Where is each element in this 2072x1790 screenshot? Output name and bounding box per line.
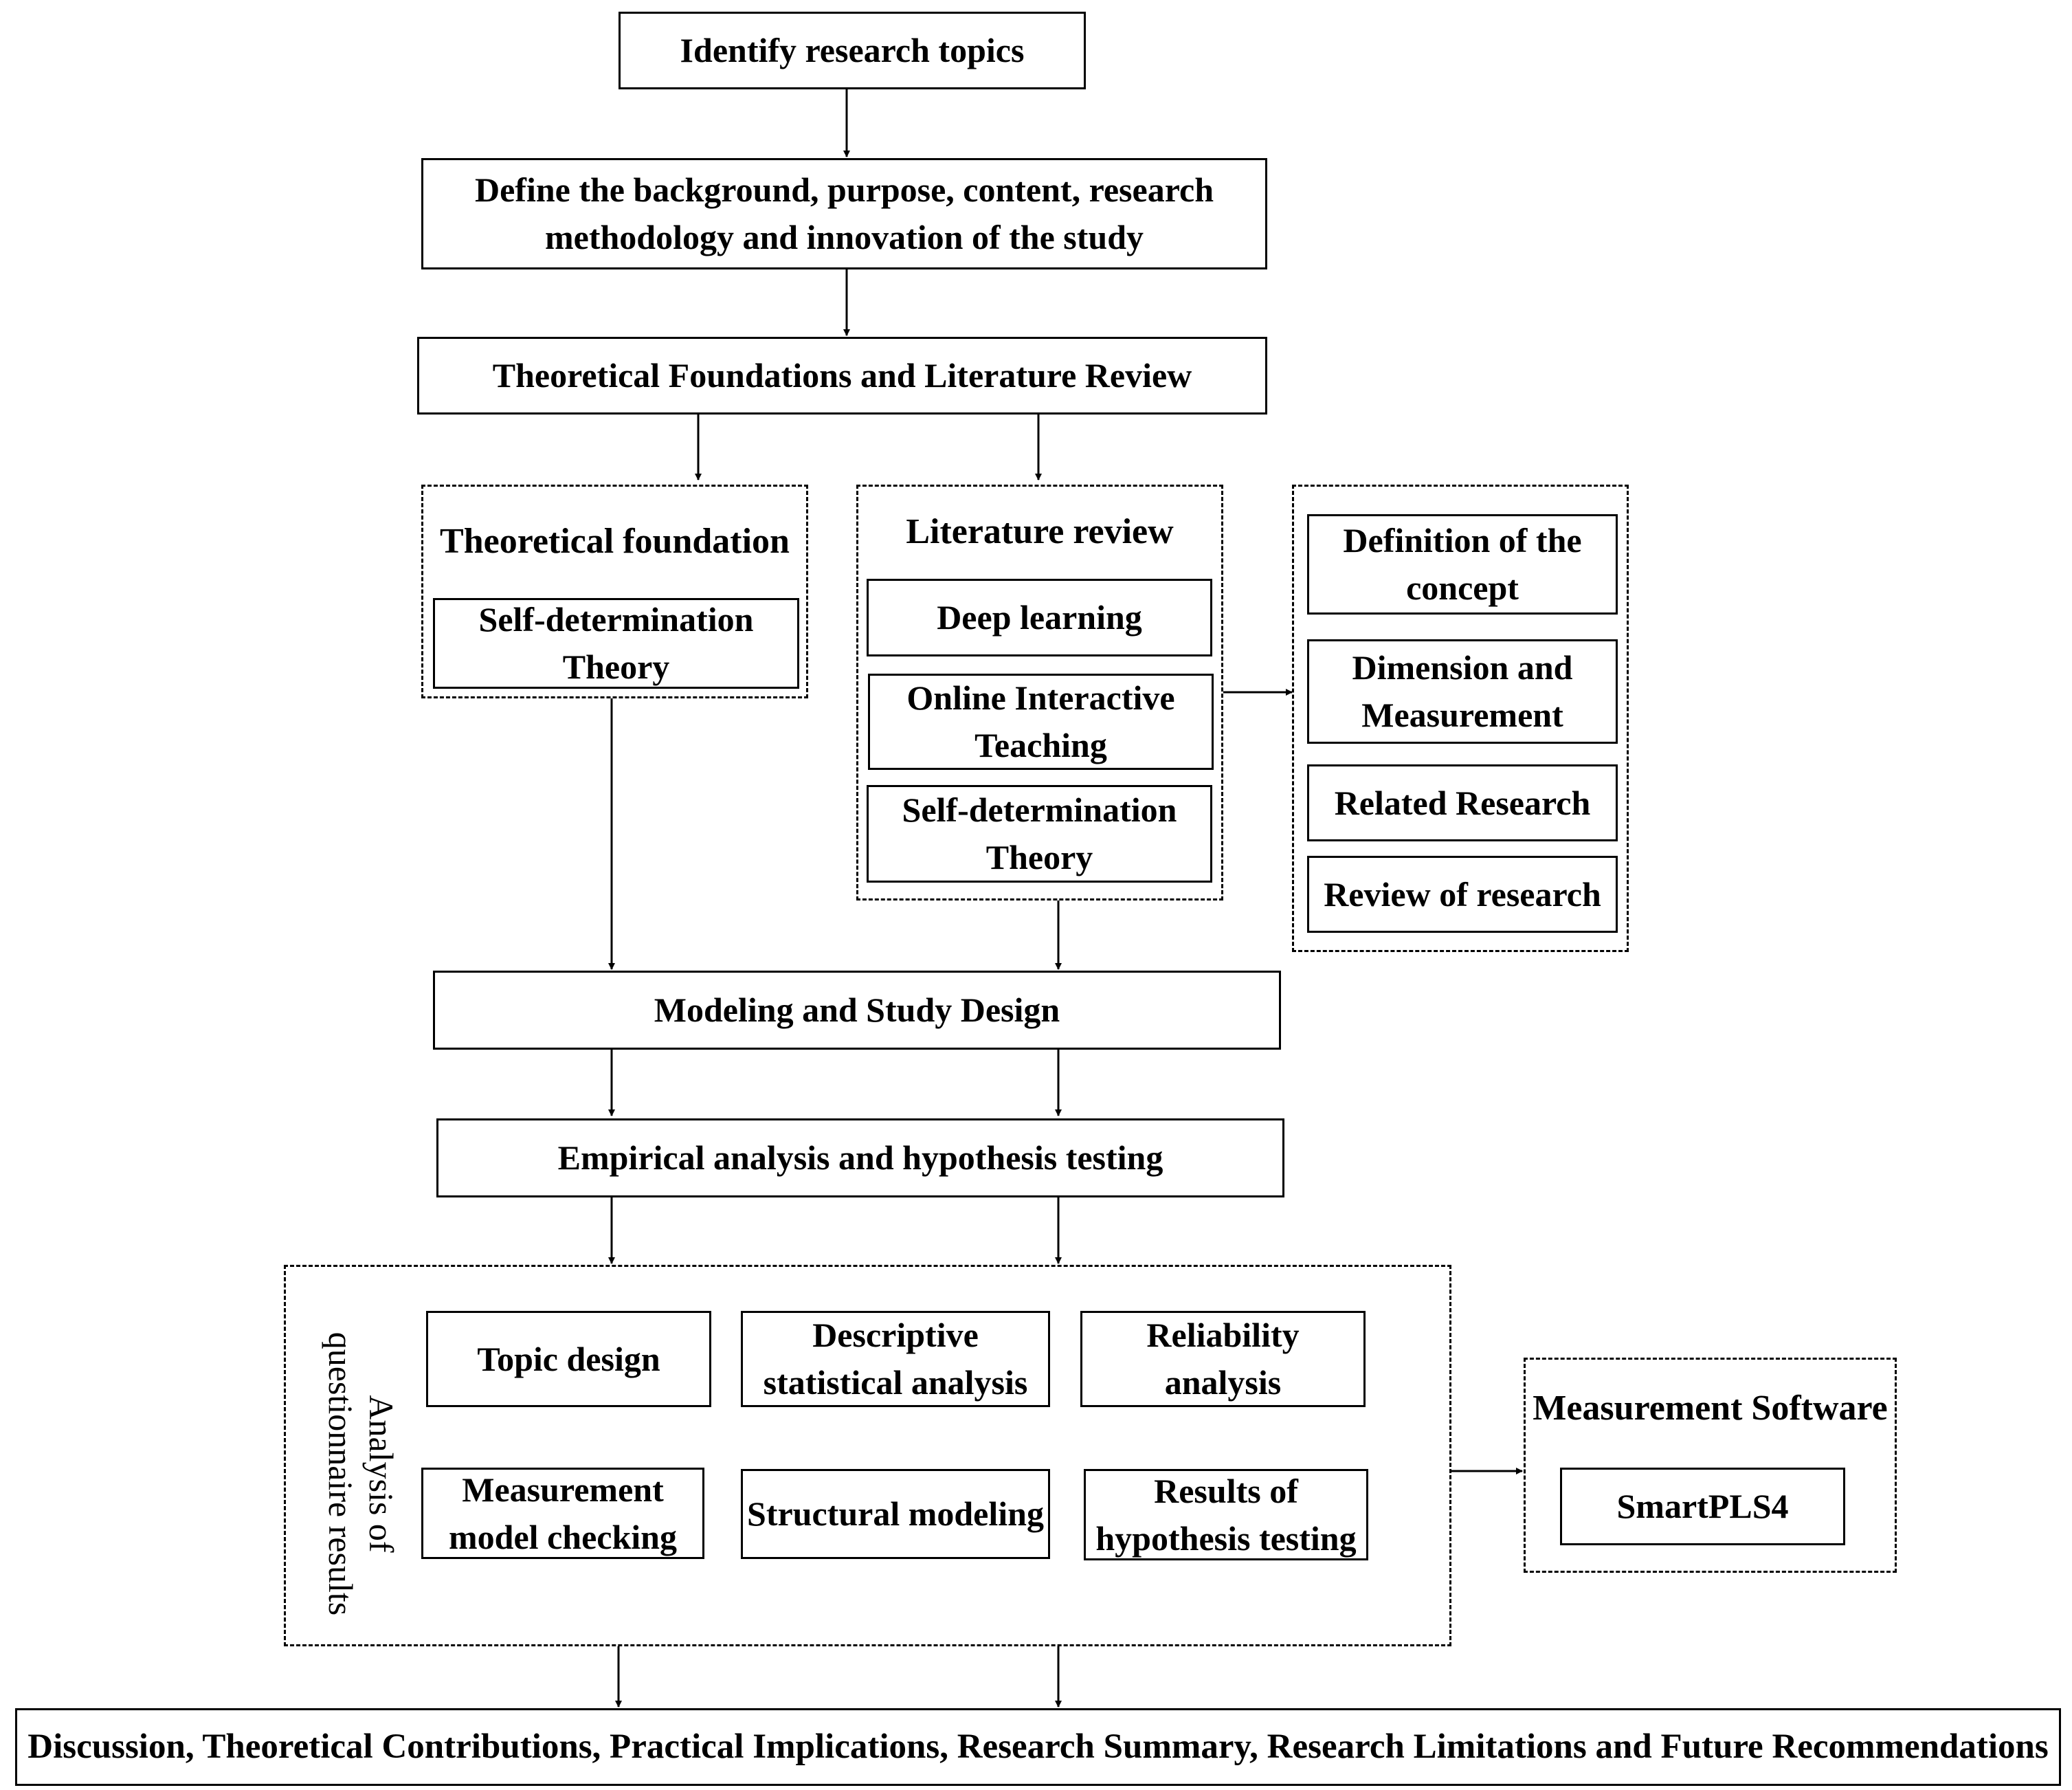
- questionnaire-group-title: Analysis of questionnaire results: [322, 1332, 401, 1616]
- discussion-box: Discussion, Theoretical Contributions, P…: [15, 1708, 2061, 1786]
- aspect-review-of-research: Review of research: [1307, 856, 1618, 933]
- identify-research-topics-box: Identify research topics: [619, 12, 1086, 89]
- define-study-box: Define the background, purpose, content,…: [421, 158, 1267, 269]
- q-item-measurement-model-checking: Measurement model checking: [421, 1468, 704, 1559]
- theoretical-foundation-title: Theoretical foundation: [440, 522, 790, 561]
- measurement-software-group: [1524, 1358, 1897, 1573]
- questionnaire-analysis-group: [284, 1265, 1451, 1646]
- aspect-related-research: Related Research: [1307, 764, 1618, 841]
- review-aspects-group: [1292, 485, 1629, 952]
- literature-review-group: [856, 485, 1223, 900]
- q-item-reliability-analysis: Reliability analysis: [1080, 1311, 1366, 1407]
- modeling-study-design-box: Modeling and Study Design: [433, 971, 1281, 1050]
- lit-item-self-determination-theory: Self-determination Theory: [867, 785, 1212, 883]
- theory-literature-box: Theoretical Foundations and Literature R…: [417, 337, 1267, 415]
- literature-review-title: Literature review: [906, 512, 1174, 551]
- q-item-descriptive-statistical-analysis: Descriptive statistical analysis: [741, 1311, 1050, 1407]
- self-determination-theory-box: Self-determination Theory: [433, 598, 799, 689]
- q-item-results-hypothesis-testing: Results of hypothesis testing: [1084, 1469, 1368, 1560]
- q-item-topic-design: Topic design: [426, 1311, 711, 1407]
- theoretical-foundation-group: [421, 485, 808, 698]
- empirical-analysis-box: Empirical analysis and hypothesis testin…: [436, 1118, 1284, 1197]
- aspect-dimension-measurement: Dimension and Measurement: [1307, 639, 1618, 744]
- q-item-structural-modeling: Structural modeling: [741, 1469, 1050, 1559]
- aspect-definition-of-concept: Definition of the concept: [1307, 514, 1618, 615]
- smartpls4-box: SmartPLS4: [1560, 1468, 1845, 1545]
- define-line-2: methodology and innovation of the study: [545, 218, 1144, 256]
- lit-item-online-interactive-teaching: Online Interactive Teaching: [868, 674, 1214, 770]
- define-line-1: Define the background, purpose, content,…: [475, 170, 1214, 209]
- measurement-software-title: Measurement Software: [1533, 1389, 1888, 1428]
- lit-item-deep-learning: Deep learning: [867, 579, 1212, 656]
